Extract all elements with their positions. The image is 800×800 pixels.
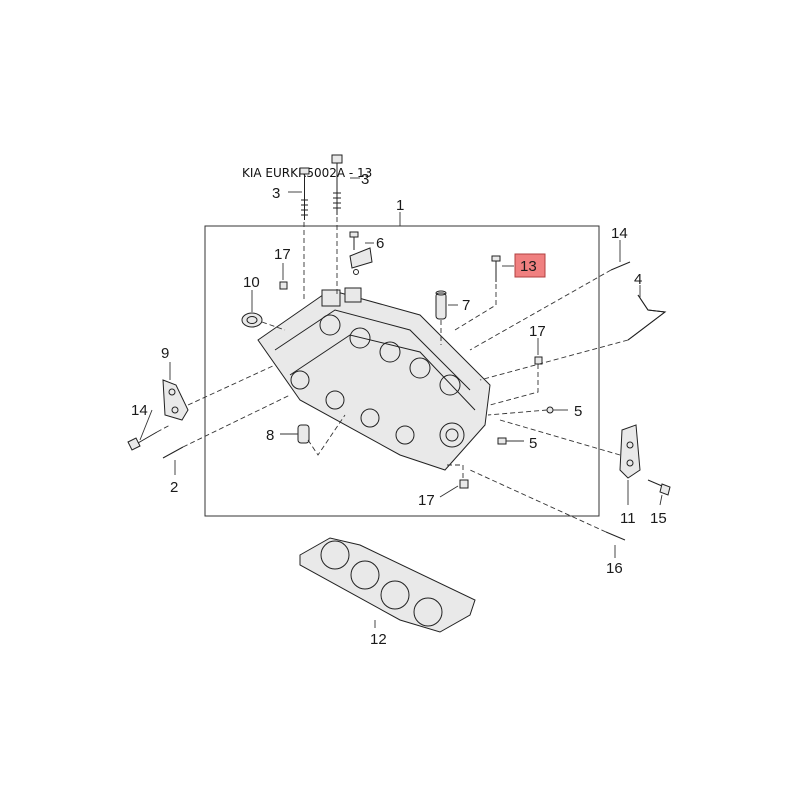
callout-11[interactable]: 11	[620, 510, 636, 527]
callout-3-right[interactable]: 3	[361, 171, 369, 188]
plug-12	[241, 312, 263, 328]
callout-5-upper[interactable]: 5	[574, 403, 582, 420]
head-bolt-right	[331, 154, 343, 215]
bracket-11	[619, 424, 641, 479]
callout-13[interactable]: 13	[520, 258, 537, 275]
bracket-bolt	[349, 231, 373, 275]
bracket-10	[162, 379, 189, 421]
callout-17-right[interactable]: 17	[529, 323, 546, 340]
callout-2[interactable]: 2	[170, 479, 178, 496]
stud-2	[162, 446, 184, 459]
sleeve-8	[297, 424, 310, 444]
callout-14-right[interactable]: 15	[650, 510, 667, 527]
callout-4[interactable]: 4	[634, 271, 642, 288]
pipe-4	[627, 294, 667, 341]
callout-8[interactable]: 8	[266, 427, 274, 444]
nut-17-right	[534, 356, 543, 365]
bolt-5-lower	[497, 437, 507, 445]
callout-10[interactable]: 9	[161, 345, 169, 362]
bolt-14-left	[127, 431, 158, 451]
head-bolt-left	[299, 167, 310, 220]
callout-3-left[interactable]: 3	[272, 185, 280, 202]
callout-13-highlight	[514, 253, 546, 278]
callout-9[interactable]: 12	[370, 631, 387, 648]
nut-17-bottom	[459, 479, 469, 489]
callout-17-bottom[interactable]: 17	[418, 492, 435, 509]
bolt-5-upper	[546, 406, 554, 414]
callout-16[interactable]: 16	[606, 560, 623, 577]
nut-17-top	[279, 281, 288, 290]
callout-15[interactable]: 14	[611, 225, 628, 242]
callout-1[interactable]: 1	[396, 197, 404, 214]
assembly-frame	[204, 225, 600, 517]
callout-17-top[interactable]: 17	[274, 246, 291, 263]
head-gasket-9	[299, 537, 476, 633]
callout-14-left[interactable]: 14	[131, 402, 148, 419]
sleeve-7	[435, 290, 447, 320]
callout-7[interactable]: 7	[462, 297, 470, 314]
callout-5-lower[interactable]: 5	[529, 435, 537, 452]
callout-6[interactable]: 6	[376, 235, 384, 252]
stud-16	[605, 531, 626, 541]
stud-15	[610, 261, 631, 271]
bolt-14-right	[647, 479, 671, 496]
bolt-13	[491, 255, 501, 282]
cylinder-head	[257, 287, 491, 471]
callout-12[interactable]: 10	[243, 274, 260, 291]
